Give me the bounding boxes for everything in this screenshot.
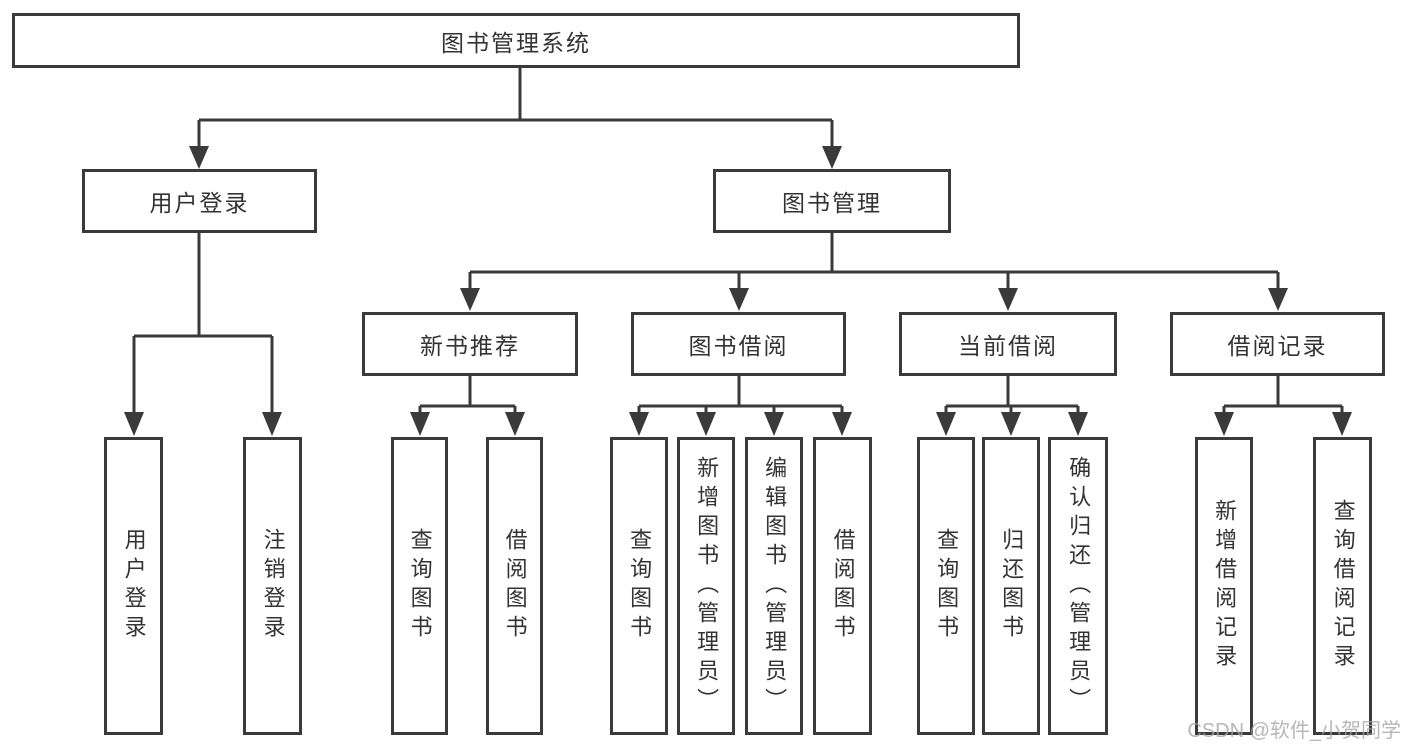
leaf-query-borrow-record: 查询借阅记录 xyxy=(1313,437,1372,735)
leaf-logout: 注销登录 xyxy=(243,437,302,735)
node-new-book-recommend: 新书推荐 xyxy=(362,312,578,376)
leaf-query-books-borrow: 查询图书 xyxy=(610,437,668,735)
leaf-query-books-recommend-label: 查询图书 xyxy=(407,528,433,644)
leaf-return-books-label: 归还图书 xyxy=(999,528,1025,644)
leaf-return-books: 归还图书 xyxy=(982,437,1040,735)
edge-current-borrow-children xyxy=(936,376,1088,436)
node-root: 图书管理系统 xyxy=(12,13,1020,68)
leaf-borrow-books-recommend-label: 借阅图书 xyxy=(502,528,528,644)
leaf-edit-books-admin-label: 编辑图书（管理员） xyxy=(762,455,788,717)
leaf-borrow-books-recommend: 借阅图书 xyxy=(486,437,543,735)
leaf-query-books-borrow-label: 查询图书 xyxy=(627,528,653,644)
edge-book-management-children xyxy=(460,233,1288,311)
leaf-add-books-admin-label: 新增图书（管理员） xyxy=(694,455,720,717)
edge-user-login-children xyxy=(124,233,282,436)
leaf-confirm-return-admin-label: 确认归还（管理员） xyxy=(1066,455,1092,717)
leaf-edit-books-admin: 编辑图书（管理员） xyxy=(745,437,803,735)
node-user-login: 用户登录 xyxy=(82,169,317,233)
edge-new-book-recommend-children xyxy=(410,376,525,436)
leaf-borrow-books: 借阅图书 xyxy=(813,437,872,735)
node-current-borrow: 当前借阅 xyxy=(899,312,1117,376)
leaf-query-borrow-record-label: 查询借阅记录 xyxy=(1330,499,1356,673)
leaf-borrow-books-label: 借阅图书 xyxy=(830,528,856,644)
node-borrow-record: 借阅记录 xyxy=(1170,312,1385,376)
watermark: CSDN @软件_小贺同学 xyxy=(1187,720,1401,742)
leaf-add-books-admin: 新增图书（管理员） xyxy=(677,437,735,735)
edge-book-borrow-children xyxy=(629,376,852,436)
leaf-confirm-return-admin: 确认归还（管理员） xyxy=(1048,437,1108,735)
leaf-query-books-recommend: 查询图书 xyxy=(391,437,448,735)
edge-root-to-level2 xyxy=(189,68,842,169)
leaf-add-borrow-record-label: 新增借阅记录 xyxy=(1212,499,1238,673)
node-book-borrow: 图书借阅 xyxy=(631,312,846,376)
edge-borrow-record-children xyxy=(1214,376,1352,436)
leaf-query-books-current-label: 查询图书 xyxy=(934,528,960,644)
leaf-add-borrow-record: 新增借阅记录 xyxy=(1195,437,1253,735)
leaf-user-login-label: 用户登录 xyxy=(121,528,147,644)
leaf-user-login: 用户登录 xyxy=(104,437,163,735)
node-book-management: 图书管理 xyxy=(713,169,951,233)
leaf-logout-label: 注销登录 xyxy=(260,528,286,644)
leaf-query-books-current: 查询图书 xyxy=(917,437,975,735)
